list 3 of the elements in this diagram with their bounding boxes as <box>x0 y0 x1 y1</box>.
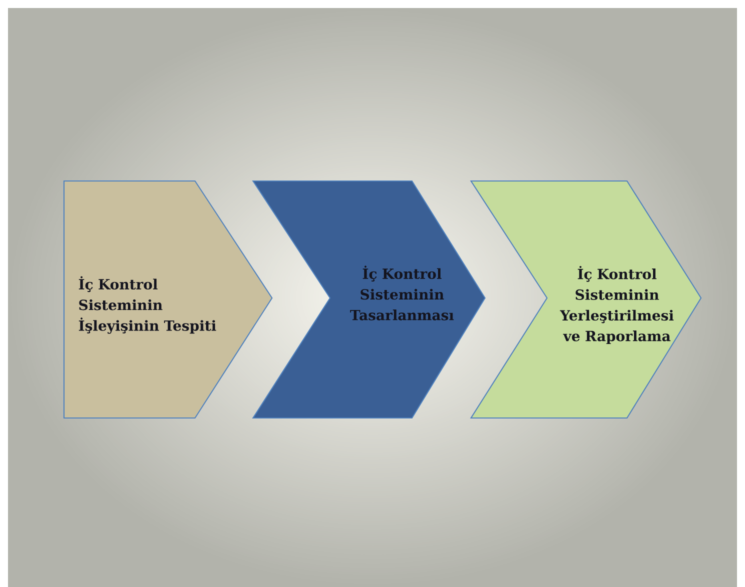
chevron-step: İç Kontrol Sisteminin Yerleştirilmesi ve Raporlama <box>470 180 702 419</box>
pentagon-step: İç Kontrol Sisteminin İşleyişinin Tespiti <box>63 180 273 419</box>
chevron-step: İç Kontrol Sisteminin Tasarlanması <box>252 180 486 419</box>
